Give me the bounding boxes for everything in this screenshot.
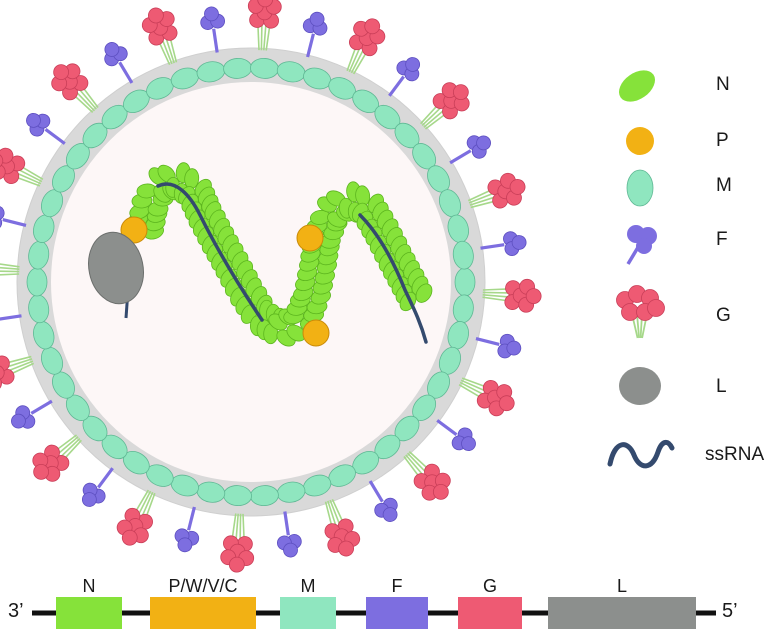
gene-box-l [548, 597, 696, 629]
legend-label-l: L [716, 376, 727, 397]
gene-label-g: G [482, 576, 497, 596]
f-glycoprotein [81, 467, 114, 507]
g-glycoprotein [116, 489, 156, 546]
g-glycoprotein [0, 355, 35, 392]
f-glycoprotein [0, 314, 22, 321]
gene-box-g [458, 597, 522, 629]
p-protein [120, 216, 148, 244]
f-glycoprotein [302, 11, 328, 58]
matrix-protein [26, 267, 48, 297]
gene-box-f [366, 597, 428, 629]
g-glycoprotein [247, 0, 282, 51]
n-protein [415, 283, 433, 303]
ssrna-strand [156, 182, 428, 344]
g-glycoprotein [346, 18, 386, 75]
g-glycoprotein [0, 262, 20, 276]
f-glycoprotein [368, 480, 398, 522]
matrix-protein-ring [26, 58, 476, 506]
gene-label-n: N [82, 576, 96, 596]
legend-label-m: M [716, 175, 732, 196]
legend [607, 70, 675, 469]
legend-label-g: G [716, 305, 731, 326]
f-glycoprotein [480, 231, 527, 256]
grey-ellipse-icon [619, 367, 661, 405]
g-glycoprotein [467, 172, 526, 209]
g-glycoprotein [482, 278, 542, 313]
legend-label-n: N [716, 74, 730, 95]
l-polymerase [88, 231, 144, 305]
p-protein [302, 319, 330, 347]
wave-icon [607, 440, 675, 469]
f-glycoprotein [104, 42, 134, 84]
green-ellipse-icon [618, 70, 656, 102]
purple-lollipop-icon [626, 225, 657, 265]
p-protein [296, 224, 324, 252]
f-glycoprotein [475, 333, 522, 359]
g-glycoprotein [32, 434, 82, 482]
f-glycoprotein [449, 135, 491, 165]
f-glycoprotein [200, 6, 225, 53]
f-glycoprotein [26, 112, 66, 145]
legend-label-f: F [716, 229, 728, 250]
gene-box-n [56, 597, 122, 629]
genome-3prime-label: 3’ [8, 600, 24, 622]
gene-box-m [280, 597, 336, 629]
orange-circle-icon [626, 127, 654, 155]
g-glycoprotein [51, 63, 99, 113]
gene-label-m: M [300, 576, 316, 596]
legend-label-p: P [716, 130, 729, 151]
genome-map [32, 597, 716, 629]
g-glycoprotein [403, 451, 451, 501]
matrix-protein [454, 267, 476, 297]
gene-label-f: F [391, 576, 403, 596]
f-glycoprotein [0, 205, 27, 231]
g-glycoprotein [141, 7, 178, 66]
gene-label-p: P/W/V/C [168, 576, 238, 596]
matrix-protein [452, 240, 474, 270]
g-glycoprotein [220, 513, 255, 573]
genome-5prime-label: 5’ [722, 600, 738, 622]
f-glycoprotein [277, 511, 302, 558]
f-glycoprotein [436, 419, 476, 452]
f-glycoprotein [11, 399, 53, 429]
f-glycoprotein [174, 506, 200, 553]
surface-glycoproteins [0, 0, 542, 573]
gene-label-l: L [616, 576, 627, 596]
nucleocapsid [126, 162, 433, 347]
g-glycoprotein [458, 377, 515, 417]
f-glycoprotein [388, 57, 421, 97]
teal-ellipse-icon [626, 169, 654, 207]
g-glycoprotein [0, 147, 44, 187]
legend-label-ssrna: ssRNA [705, 444, 765, 465]
gene-box-p [150, 597, 256, 629]
pink-cluster-icon [616, 285, 665, 339]
g-glycoprotein [420, 82, 470, 130]
g-glycoprotein [324, 498, 361, 557]
